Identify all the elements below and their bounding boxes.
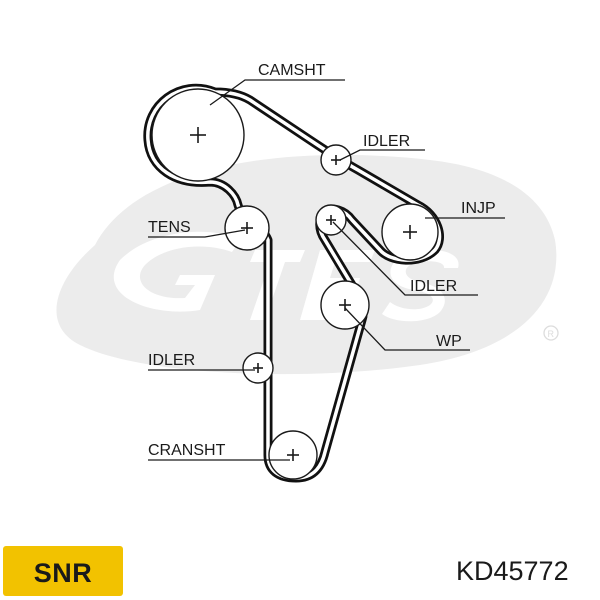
- water-pump-pulley: [320, 280, 370, 330]
- label-idler-low: IDLER: [148, 352, 195, 369]
- pulleys: [151, 88, 439, 480]
- idler-low-pulley: [242, 352, 274, 384]
- gates-watermark: R: [56, 154, 559, 375]
- leader-lines: [148, 79, 505, 461]
- idler-top-pulley: [320, 144, 352, 176]
- part-number: KD45772: [456, 556, 569, 586]
- snr-logo-text: SNR: [34, 558, 93, 588]
- label-wp: WP: [436, 333, 462, 350]
- label-camsht: CAMSHT: [258, 62, 326, 79]
- snr-logo: SNR: [3, 546, 123, 596]
- label-injp: INJP: [461, 200, 496, 217]
- crankshaft-pulley: [268, 430, 318, 480]
- label-idler-top: IDLER: [363, 133, 410, 150]
- svg-text:R: R: [548, 329, 555, 339]
- label-cransht: CRANSHT: [148, 442, 226, 459]
- label-tens: TENS: [148, 219, 191, 236]
- injection-pump-pulley: [381, 203, 439, 261]
- camshaft-pulley: [151, 88, 245, 182]
- tensioner-pulley: [224, 205, 270, 251]
- component-labels: CAMSHT IDLER INJP TENS IDLER WP IDLER CR…: [148, 62, 496, 459]
- label-idler-mid: IDLER: [410, 278, 457, 295]
